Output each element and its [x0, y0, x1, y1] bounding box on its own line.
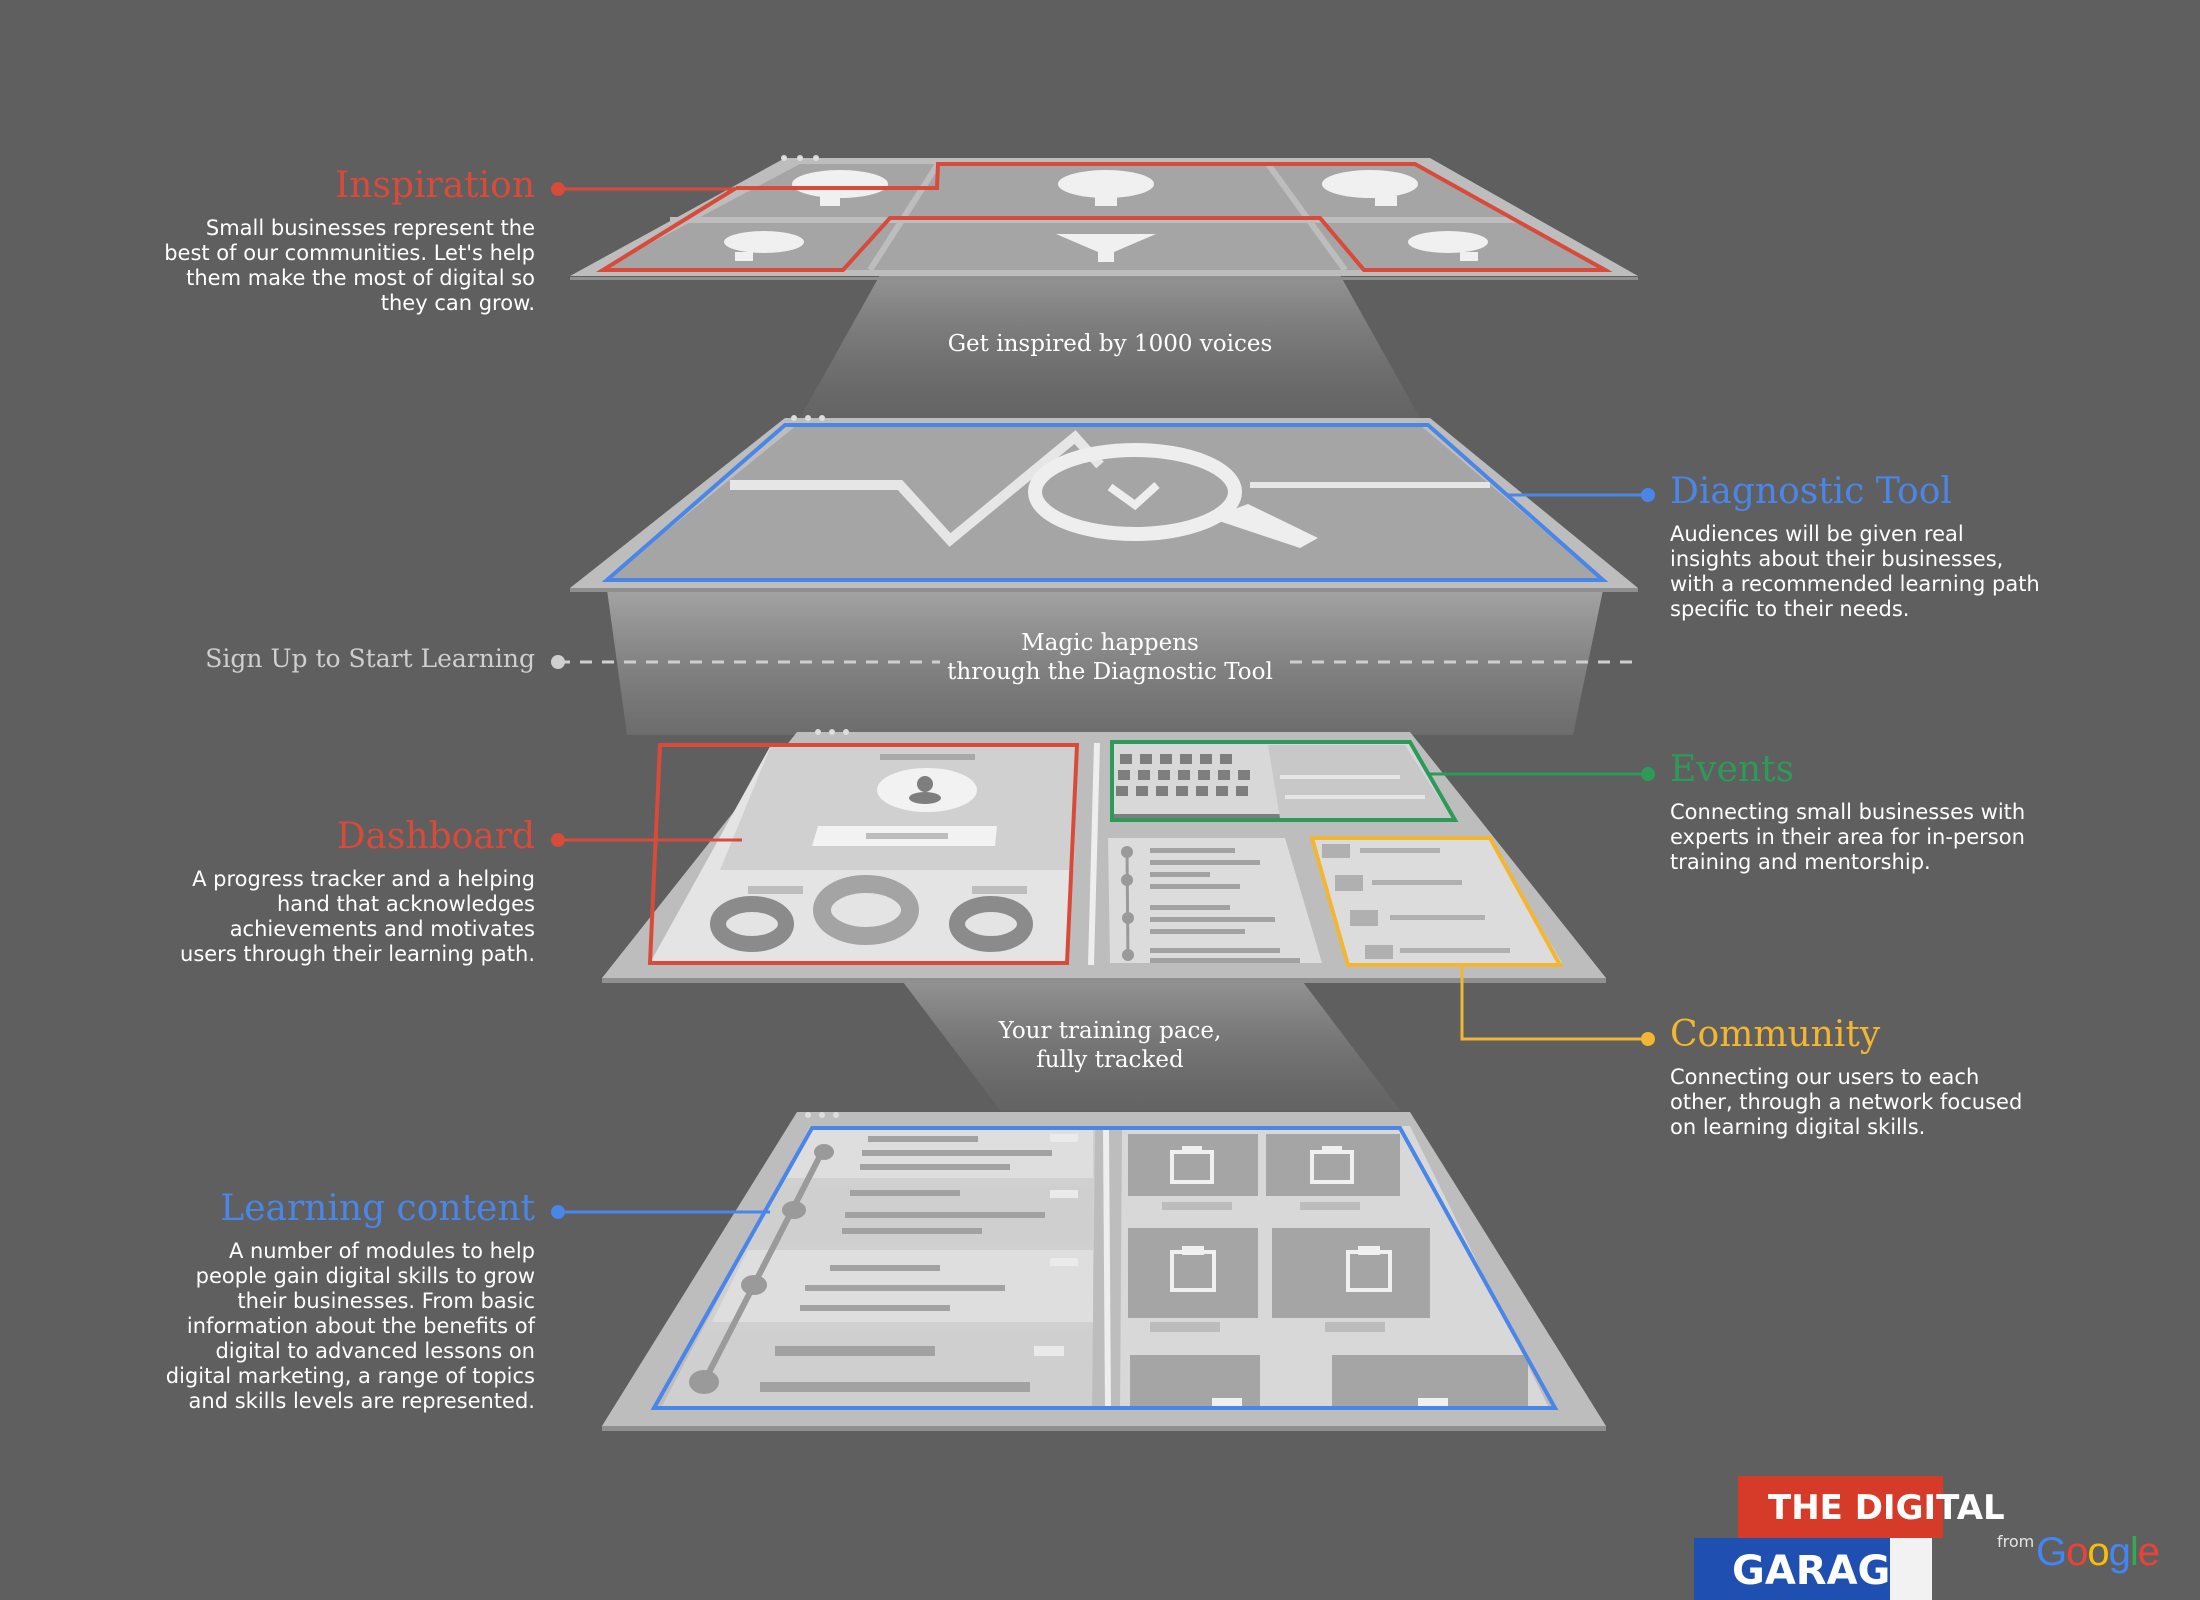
lightbulb-icon — [724, 170, 1488, 262]
logo-top-block: THE DIGITAL — [1738, 1476, 2005, 1538]
desc-line: them make the most of digital so — [186, 265, 535, 290]
magnifier-icon — [1028, 443, 1318, 548]
logo-line2: GARAGE — [1732, 1548, 1918, 1594]
diagnostic-layer — [570, 415, 1638, 592]
learning-content-label: Learning content A number of modules to … — [135, 1189, 535, 1414]
events-title: Events — [1670, 749, 1795, 790]
dashboard-layer — [602, 729, 1606, 983]
from-text: from — [1997, 1532, 2035, 1551]
diagnostic-tool-description: Audiences will be given real insights ab… — [1670, 522, 2130, 622]
caption-line: fully tracked — [1036, 1047, 1184, 1073]
desc-line: achievements and motivates — [229, 916, 535, 941]
desc-line: users through their learning path. — [180, 941, 535, 966]
desc-line: Small businesses represent the — [205, 215, 535, 240]
desc-line: training and mentorship. — [1670, 849, 1931, 874]
desc-line: they can grow. — [380, 290, 535, 315]
dashboard-label: Dashboard A progress tracker and a helpi… — [135, 817, 535, 967]
inspiration-layer — [570, 155, 1638, 280]
dashboard-description: A progress tracker and a helping hand th… — [135, 867, 535, 967]
donut-chart-icon — [710, 875, 1033, 952]
dashboard-title: Dashboard — [336, 816, 535, 857]
inspiration-label: Inspiration Small businesses represent t… — [135, 166, 535, 316]
inspiration-title: Inspiration — [335, 165, 535, 206]
beam-2 — [607, 590, 1603, 735]
caption-line: through the Diagnostic Tool — [947, 659, 1273, 685]
beam-3 — [900, 978, 1400, 1110]
desc-line: Connecting small businesses with — [1670, 799, 2026, 824]
community-label: Community Connecting our users to each o… — [1670, 1015, 2130, 1140]
caption-voices: Get inspired by 1000 voices — [947, 331, 1273, 357]
diagnostic-tool-title: Diagnostic Tool — [1670, 471, 1952, 512]
desc-line: A progress tracker and a helping — [192, 866, 535, 891]
learning-content-title: Learning content — [220, 1188, 535, 1229]
desc-line: people gain digital skills to grow — [195, 1263, 535, 1288]
caption-line: Magic happens — [1021, 630, 1199, 656]
community-description: Connecting our users to each other, thro… — [1670, 1065, 2130, 1140]
desc-line: experts in their area for in-person — [1670, 824, 2025, 849]
desc-line: Connecting our users to each — [1670, 1064, 1980, 1089]
logo-line1: THE DIGITAL — [1768, 1488, 2005, 1528]
logo-bottom-block: GARAGE — [1694, 1538, 1930, 1600]
beam-1 — [800, 275, 1420, 418]
desc-line: information about the benefits of — [186, 1313, 535, 1338]
caption-line: Your training pace, — [998, 1018, 1222, 1044]
community-title: Community — [1670, 1014, 1881, 1055]
desc-line: on learning digital skills. — [1670, 1114, 1926, 1139]
desc-line: digital marketing, a range of topics — [165, 1363, 535, 1388]
events-description: Connecting small businesses with experts… — [1670, 800, 2130, 875]
desc-line: digital to advanced lessons on — [215, 1338, 535, 1363]
google-logo: Google — [2036, 1530, 2160, 1574]
learning-content-description: A number of modules to help people gain … — [135, 1239, 535, 1414]
learning-layer — [602, 1112, 1606, 1431]
desc-line: with a recommended learning path — [1670, 571, 2040, 596]
connectors — [551, 182, 1655, 1219]
desc-line: and skills levels are represented. — [188, 1388, 535, 1413]
caption-magic: Magic happens through the Diagnostic Too… — [810, 629, 1410, 687]
diagnostic-tool-label: Diagnostic Tool Audiences will be given … — [1670, 472, 2130, 622]
events-label: Events Connecting small businesses with … — [1670, 750, 2130, 875]
inspiration-description: Small businesses represent the best of o… — [135, 216, 535, 316]
caption-training: Your training pace, fully tracked — [810, 1017, 1410, 1075]
logo-white-block — [1890, 1538, 1932, 1600]
desc-line: insights about their businesses, — [1670, 546, 2004, 571]
desc-line: best of our communities. Let's help — [164, 240, 535, 265]
desc-line: hand that acknowledges — [277, 891, 535, 916]
desc-line: their businesses. From basic — [237, 1288, 535, 1313]
desc-line: A number of modules to help — [228, 1238, 535, 1263]
signup-label[interactable]: Sign Up to Start Learning — [205, 644, 535, 673]
desc-line: other, through a network focused — [1670, 1089, 2023, 1114]
desc-line: Audiences will be given real — [1670, 521, 1964, 546]
desc-line: specific to their needs. — [1670, 596, 1910, 621]
